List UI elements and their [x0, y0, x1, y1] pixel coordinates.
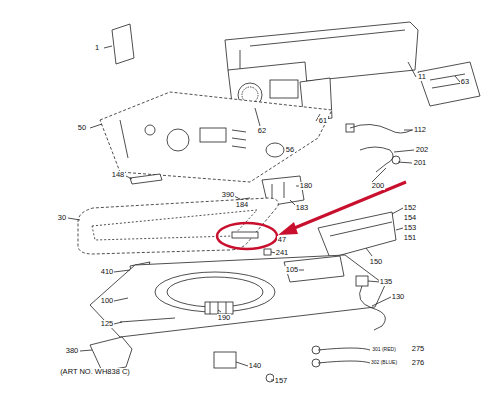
callout-number: 275: [411, 345, 426, 353]
callout-number: 30: [57, 214, 67, 222]
callout-number: 152: [403, 204, 418, 212]
callout-number: 201: [413, 159, 428, 167]
callout-number: 410: [100, 268, 115, 276]
callout-number: 1: [94, 44, 100, 52]
callout-number: 154: [403, 214, 418, 222]
callout-number: 148: [111, 171, 126, 179]
callout-number: 276: [411, 359, 426, 367]
callout-number: 302 (BLUE): [370, 360, 398, 365]
callout-number: 62: [257, 127, 267, 135]
callout-number: 180: [299, 182, 314, 190]
callout-number: 157: [274, 377, 289, 385]
callout-number: 50: [77, 124, 87, 132]
callout-number: 130: [391, 293, 406, 301]
callout-number: 200: [371, 182, 386, 190]
callout-number: 241: [275, 249, 290, 257]
callout-number: 125: [100, 320, 115, 328]
callout-number: 380: [65, 347, 80, 355]
callout-number: 190: [217, 314, 232, 322]
art-number-note: (ART NO. WH838 C): [59, 368, 131, 376]
callout-number: 63: [460, 78, 470, 86]
callout-number: 184: [235, 201, 250, 209]
callout-number: 140: [248, 362, 263, 370]
callout-number: 301 (RED): [371, 347, 397, 352]
callout-number: 151: [403, 234, 418, 242]
callout-number: 112: [413, 126, 427, 134]
callout-number: 11: [417, 73, 427, 81]
callout-number: 56: [285, 146, 295, 154]
callout-number: 105: [285, 266, 300, 274]
callout-number: 390: [221, 191, 236, 199]
callout-number: 183: [295, 204, 310, 212]
callout-number: 150: [369, 258, 384, 266]
callout-number: 202: [415, 146, 430, 154]
callout-number: 135: [379, 278, 394, 286]
callout-number: 153: [403, 224, 418, 232]
callout-number: 47: [277, 236, 287, 244]
callout-number: 61: [318, 117, 328, 125]
callout-number: 100: [100, 297, 115, 305]
